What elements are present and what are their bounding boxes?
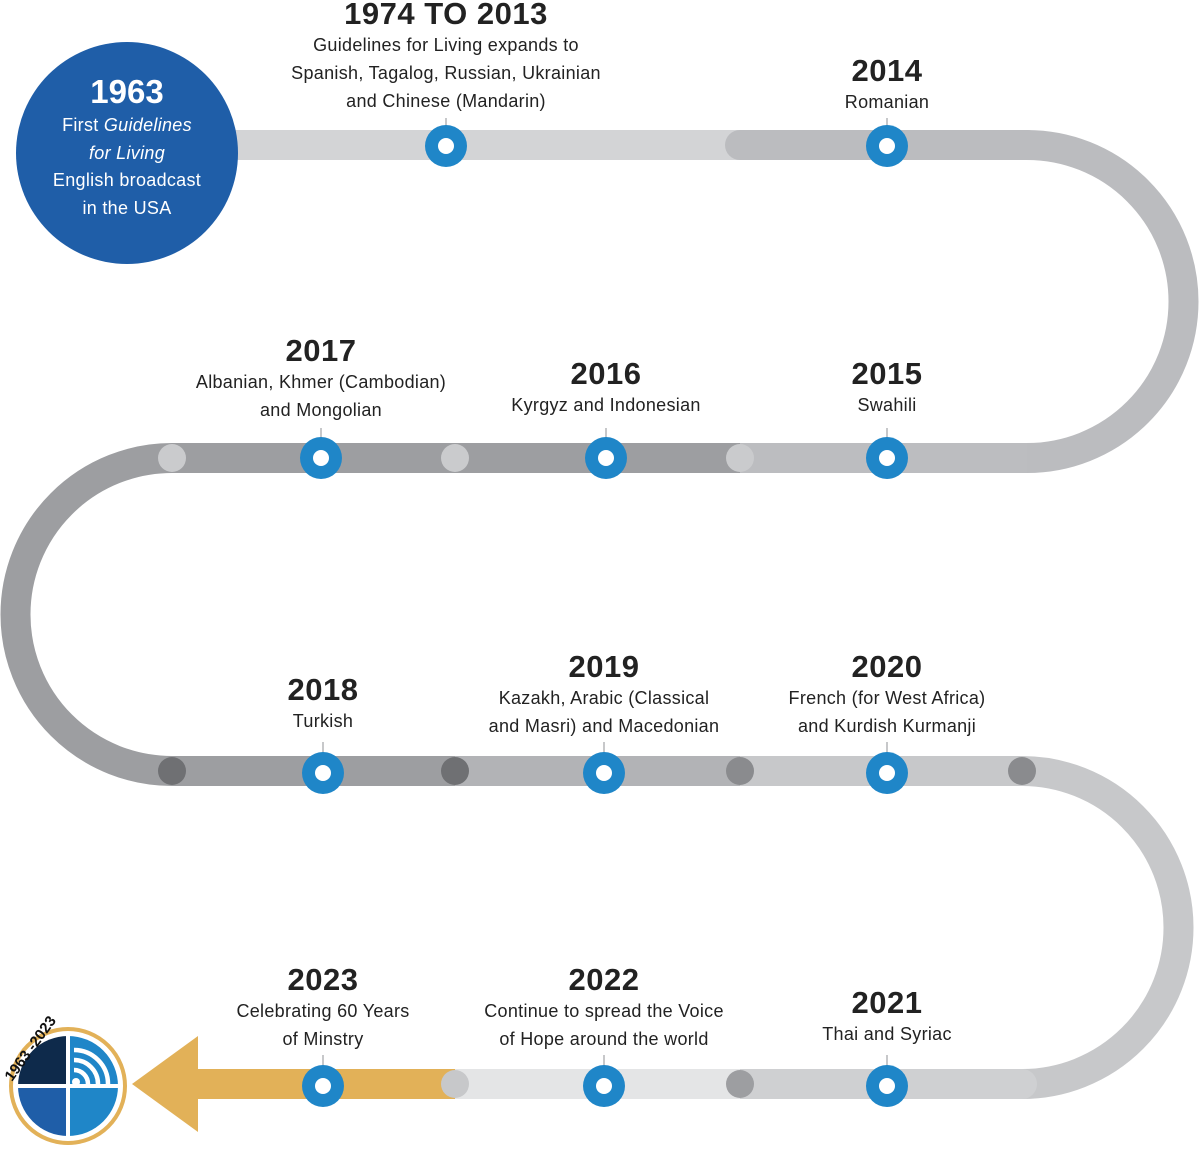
milestone-marker-1974: [425, 118, 467, 167]
track-separator-dot: [1008, 757, 1036, 785]
milestone-label-1974: 1974 TO 2013 Guidelines for Living expan…: [291, 0, 601, 111]
milestone-label-2021: 2021 Thai and Syriac: [822, 985, 952, 1045]
milestone-marker-2019: [583, 742, 625, 794]
track-separator-dot: [441, 444, 469, 472]
milestone-marker-2016: [585, 428, 627, 479]
milestone-label-2023: 2023 Celebrating 60 Years of Minstry: [236, 962, 410, 1050]
milestone-marker-2020: [866, 742, 908, 794]
track-separator-dot: [726, 444, 754, 472]
track-separator-dot: [726, 757, 754, 785]
milestone-label-2014: 2014 Romanian: [844, 53, 930, 113]
milestone-marker-2015: [866, 428, 908, 479]
milestone-marker-2021: [866, 1055, 908, 1107]
track-separator-dot: [158, 444, 186, 472]
start-line-3: English broadcast: [52, 170, 202, 190]
milestone-label-2018: 2018 Turkish: [287, 672, 359, 732]
milestone-label-2019: 2019 Kazakh, Arabic (Classical and Masri…: [488, 649, 720, 737]
track-separator-dot: [441, 757, 469, 785]
start-line-1: First Guidelines: [62, 115, 192, 135]
track-separator-dot: [726, 1070, 754, 1098]
track-separator-dot: [158, 757, 186, 785]
milestone-marker-2018: [302, 742, 344, 794]
milestone-marker-2022: [583, 1055, 625, 1107]
milestone-label-2016: 2016 Kyrgyz and Indonesian: [511, 356, 701, 416]
milestone-label-2017: 2017 Albanian, Khmer (Cambodian) and Mon…: [195, 333, 447, 421]
milestone-label-2015: 2015 Swahili: [851, 356, 923, 416]
milestone-label-2022: 2022 Continue to spread the Voice of Hop…: [484, 962, 724, 1050]
arrow-gold: [132, 1036, 455, 1132]
start-year: 1963: [90, 73, 164, 110]
broadcast-cross-logo-icon: [9, 1027, 127, 1145]
start-line-4: in the USA: [82, 197, 172, 218]
track-curve-left: [0, 443, 173, 786]
track-curve-right-1: [1026, 130, 1199, 473]
milestone-marker-2014: [866, 118, 908, 167]
track-separator-dot: [441, 1070, 469, 1098]
milestone-marker-2023: [302, 1055, 344, 1107]
milestone-marker-2017: [300, 428, 342, 479]
start-line-2: for Living: [88, 142, 166, 163]
start-milestone-circle: 1963 First Guidelines for Living English…: [16, 42, 238, 264]
track-curve-right-2: [1021, 756, 1194, 1099]
milestone-label-2020: 2020 French (for West Africa) and Kurdis…: [788, 649, 986, 737]
